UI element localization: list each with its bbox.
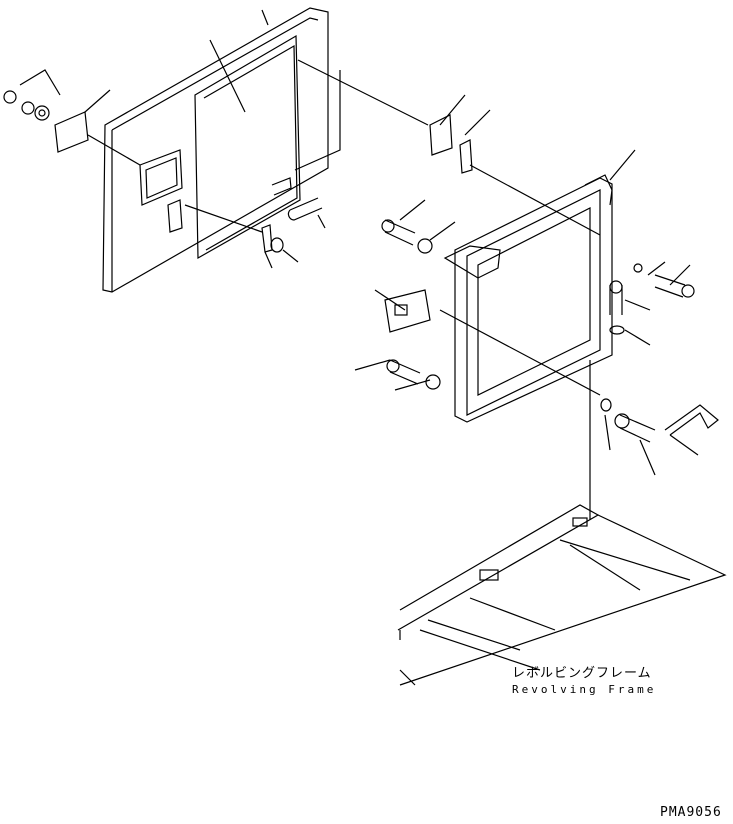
cover-panel: [102, 7, 329, 293]
bolts-and-washers: [381, 219, 719, 443]
part-name-japanese: レボルビングフレーム: [512, 666, 652, 681]
left-fasteners: [3, 9, 326, 269]
part-name-english: Revolving Frame: [512, 683, 657, 696]
callout-leaders: [354, 94, 699, 476]
revolving-frame: [397, 504, 727, 686]
drawing-code: PMA9056: [660, 805, 722, 820]
mounting-frame: [384, 114, 613, 423]
leader-lines: [294, 59, 601, 520]
